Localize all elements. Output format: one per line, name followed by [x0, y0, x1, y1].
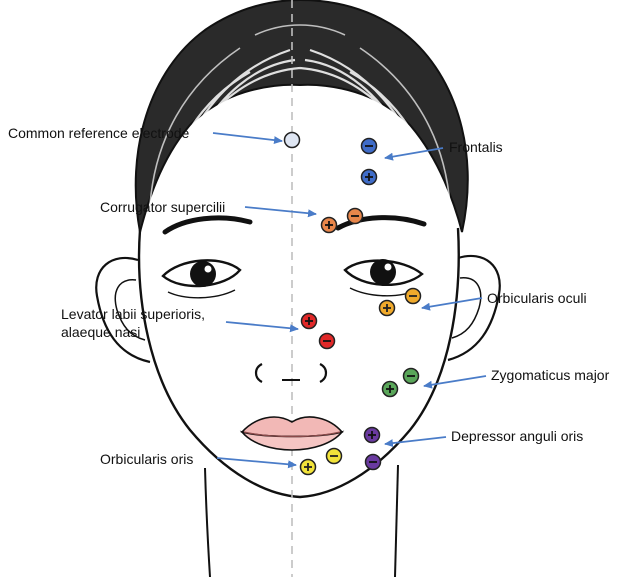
- label-common-reference: Common reference electrode: [8, 124, 189, 142]
- arrow-corrugator: [245, 207, 316, 214]
- neck-outline-right: [395, 465, 398, 577]
- electrode-depressor-anguli-oris-negative: [366, 455, 381, 470]
- label-frontalis: Frontalis: [449, 138, 503, 156]
- electrode-levator-labii-superioris-alaeque-nasi-negative: [320, 334, 335, 349]
- label-orbicularis-oculi: Orbicularis oculi: [487, 289, 587, 307]
- right-pupil-highlight: [385, 264, 392, 271]
- electrode-levator-labii-superioris-alaeque-nasi-positive: [302, 314, 317, 329]
- left-pupil: [190, 261, 216, 287]
- electrode-corrugator-supercilii-negative: [348, 209, 363, 224]
- electrode-zygomaticus-major-negative: [404, 369, 419, 384]
- label-levator-line2: alaeque nasi: [61, 323, 241, 341]
- label-levator-line1: Levator labii superioris,: [61, 305, 241, 323]
- electrode-frontalis-negative: [362, 139, 377, 154]
- electrode-zygomaticus-major-positive: [383, 382, 398, 397]
- electrode-orbicularis-oculi-negative: [406, 289, 421, 304]
- electrode-reference: [285, 133, 300, 148]
- electrode-orbicularis-oris-positive: [301, 460, 316, 475]
- neck-outline: [205, 468, 210, 577]
- right-pupil: [370, 259, 396, 285]
- electrode-orbicularis-oculi-positive: [380, 301, 395, 316]
- electrode-depressor-anguli-oris-positive: [365, 428, 380, 443]
- label-orbicularis-oris: Orbicularis oris: [100, 450, 193, 468]
- electrode-orbicularis-oris-negative: [327, 449, 342, 464]
- arrow-reference: [213, 133, 282, 141]
- label-zygomaticus: Zygomaticus major: [491, 366, 609, 384]
- left-pupil-highlight: [205, 266, 212, 273]
- label-corrugator: Corrugator supercilii: [100, 198, 225, 216]
- electrode-corrugator-supercilii-positive: [322, 218, 337, 233]
- label-levator: Levator labii superioris, alaeque nasi: [61, 305, 241, 341]
- electrode-frontalis-positive: [362, 170, 377, 185]
- electrode-circle: [285, 133, 300, 148]
- label-depressor: Depressor anguli oris: [451, 427, 583, 445]
